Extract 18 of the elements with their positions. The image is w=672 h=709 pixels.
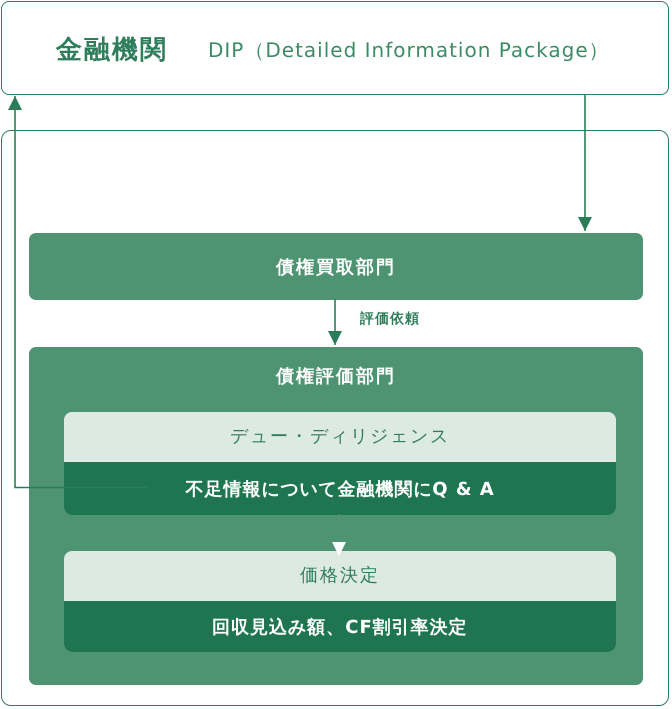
arrow xyxy=(328,299,342,345)
step-card xyxy=(64,551,616,652)
company-panel xyxy=(1,130,669,706)
step-card xyxy=(64,412,616,515)
panel-heading: 債権評価部門 xyxy=(274,365,397,388)
organization-box xyxy=(1,1,669,95)
step-detail-bar: 回収見込み額、CF割引率決定 xyxy=(64,601,616,652)
package-title: DIP（Detailed Information Package） xyxy=(208,37,610,64)
organization-name: 金融機関 xyxy=(56,34,168,67)
edge-label: 評価依頼 xyxy=(358,310,422,328)
step-heading: 価格決定 xyxy=(299,564,381,587)
step-heading: デュー・ディリジェンス xyxy=(229,425,451,448)
arrow xyxy=(8,96,148,488)
step-detail-bar: 不足情報について金融機関にQ & A xyxy=(64,462,616,515)
department-panel xyxy=(29,347,643,685)
arrow xyxy=(578,95,592,231)
chevron-arrow xyxy=(332,514,346,556)
department-bar: 債権買取部門 xyxy=(29,233,643,300)
